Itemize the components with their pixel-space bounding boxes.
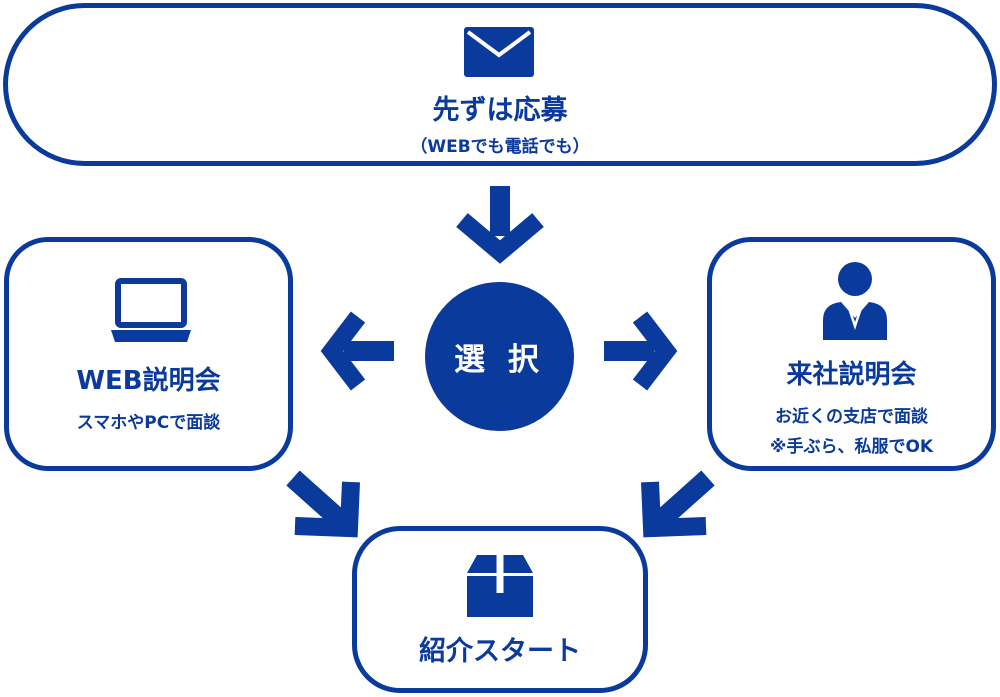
web-session-subtitle: スマホやPCで面談: [76, 413, 221, 433]
arrow-left-icon: [320, 311, 394, 391]
apply-box: 先ずは応募 （WEBでも電話でも）: [3, 3, 997, 166]
web-session-title: WEB説明会: [76, 366, 221, 396]
referral-start-box: 紹介スタート: [352, 526, 648, 693]
apply-subtitle: （WEBでも電話でも）: [410, 137, 590, 157]
arrow-down-icon: [456, 186, 544, 264]
web-session-box: WEB説明会 スマホやPCで面談: [4, 237, 293, 471]
laptop-icon: [111, 278, 191, 342]
referral-start-title: 紹介スタート: [419, 636, 581, 667]
arrow-right-icon: [604, 311, 678, 391]
box-icon: [467, 555, 533, 617]
arrow-down-left-icon: [641, 470, 715, 538]
branch-session-title: 来社説明会: [786, 360, 917, 390]
apply-title: 先ずは応募: [432, 95, 568, 126]
envelope-icon: [464, 27, 534, 77]
select-circle: 選 択: [425, 282, 574, 431]
select-label: 選 択: [454, 342, 545, 378]
branch-session-line2: ※手ぶら、私服でOK: [769, 437, 934, 457]
branch-session-box: 来社説明会 お近くの支店で面談 ※手ぶら、私服でOK: [707, 237, 996, 471]
arrow-down-right-icon: [286, 470, 360, 538]
branch-session-line1: お近くの支店で面談: [775, 407, 928, 427]
person-icon: [823, 262, 887, 340]
